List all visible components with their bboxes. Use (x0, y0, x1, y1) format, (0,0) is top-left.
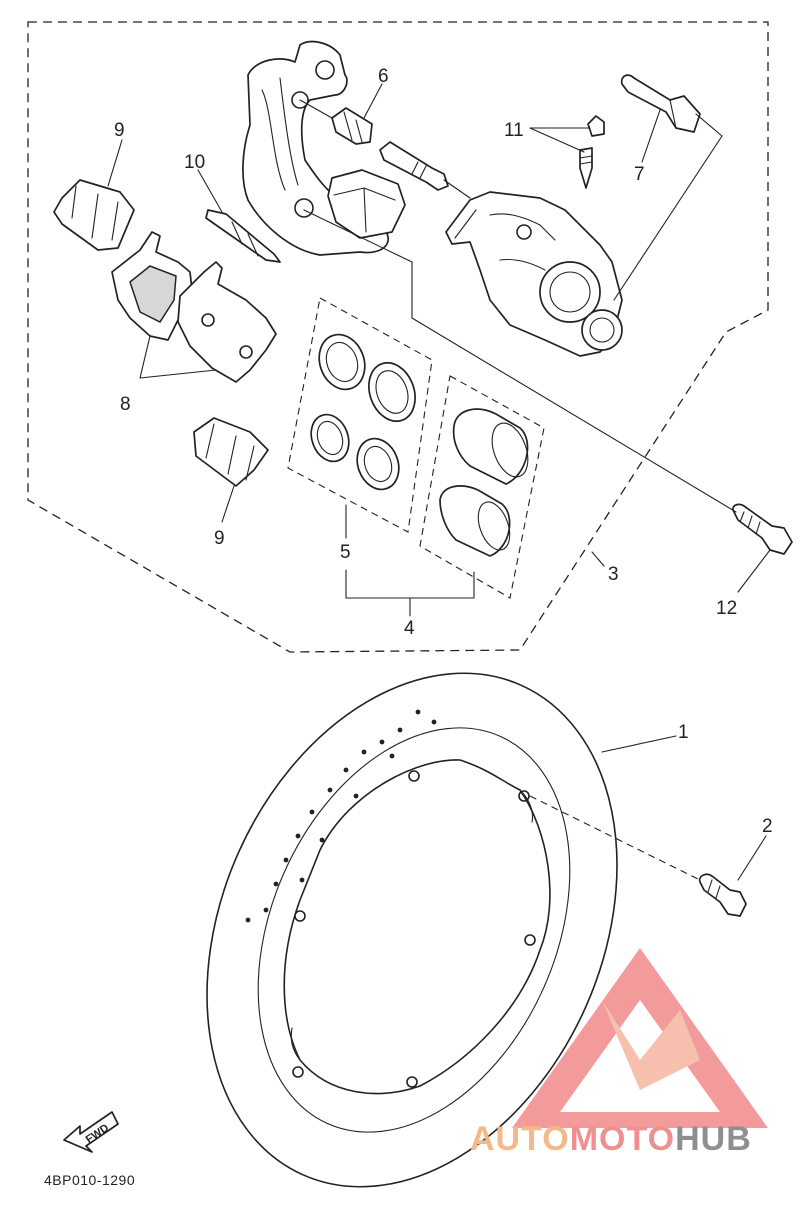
piston-seals-part-5 (287, 297, 433, 533)
logo-inner-mark (602, 1000, 700, 1090)
leader-lines (107, 83, 771, 881)
callout-8: 8 (120, 394, 131, 415)
callout-numbers: 6 9 10 11 7 8 9 5 3 4 12 1 2 (114, 66, 773, 837)
bleed-valve-part-11 (579, 115, 605, 189)
brake-pads-part-8 (111, 231, 277, 383)
slide-bolt-part-7 (620, 74, 701, 133)
callout-5: 5 (340, 542, 351, 563)
callout-10: 10 (184, 152, 205, 173)
pad-spring-part-9-top (53, 179, 135, 251)
caliper-pin (379, 141, 449, 191)
watermark-hub: HUB (675, 1120, 752, 1158)
mounting-bolt-part-12 (732, 503, 793, 555)
callout-3: 3 (608, 564, 619, 585)
callout-6: 6 (378, 66, 389, 87)
callout-2: 2 (762, 816, 773, 837)
watermark-text: AUTOMOTOHUB (470, 1120, 752, 1158)
pad-spring-part-9-bottom (193, 417, 269, 487)
callout-9-bottom: 9 (214, 528, 225, 549)
caliper-assembly-boundary (27, 21, 769, 653)
disc-drill-holes (245, 709, 536, 1088)
brake-disc-part-1 (206, 672, 618, 1188)
automotohub-logo-icon (512, 948, 768, 1128)
callout-7: 7 (634, 164, 645, 185)
callout-11: 11 (504, 120, 524, 141)
caliper-body-drawing (242, 40, 623, 357)
callout-4: 4 (404, 618, 415, 639)
callout-12: 12 (716, 598, 737, 619)
callout-9-top: 9 (114, 120, 125, 141)
watermark-auto: AUTO (470, 1120, 570, 1158)
watermark-moto: MOTO (570, 1120, 675, 1158)
pad-shim-part-10 (205, 209, 281, 263)
pistons-part-4 (419, 375, 545, 599)
bleed-screw-part-6 (331, 107, 373, 145)
fwd-arrow-icon: FWD (63, 1111, 119, 1153)
disc-bolt-part-2 (698, 873, 747, 917)
callout-1: 1 (678, 722, 689, 743)
drawing-code: 4BP010-1290 (44, 1172, 135, 1188)
